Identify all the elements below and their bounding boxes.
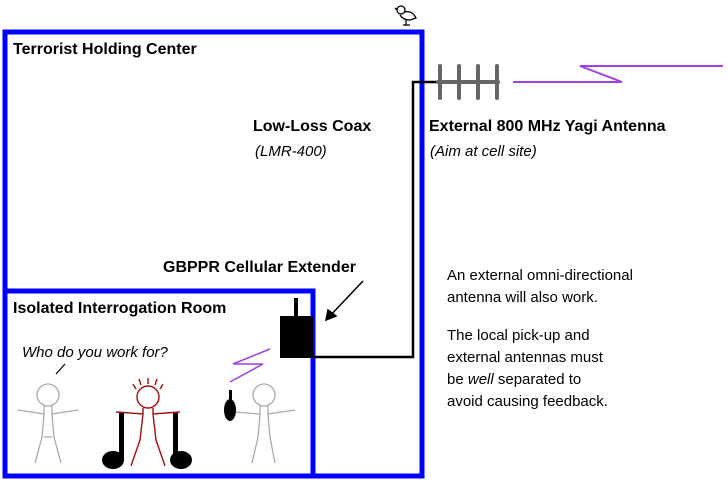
note-text: separated to (493, 371, 582, 388)
note-line: avoid causing feedback. (447, 393, 608, 410)
note-line: An external omni-directional (447, 267, 633, 284)
yagi-label: External 800 MHz Yagi Antenna (429, 118, 666, 135)
person-with-phone-figure (234, 383, 296, 464)
coax-sublabel: (LMR-400) (255, 143, 327, 160)
note-line: antenna will also work. (447, 289, 598, 306)
outer-room-border (2, 29, 425, 479)
note-line: external antennas must (447, 349, 603, 366)
cell-phone-icon (224, 390, 236, 421)
bird-icon (394, 5, 417, 26)
extender-arrow (324, 280, 364, 322)
speech-tick (55, 363, 66, 375)
inner-room-border (2, 288, 316, 479)
local-signal-icon (229, 348, 271, 383)
note-emphasis: well (467, 371, 494, 388)
note-line: be well separated to (447, 369, 633, 391)
note-line: The local pick-up and (447, 327, 590, 344)
coax-label: Low-Loss Coax (253, 118, 372, 135)
note-text: be (447, 371, 468, 388)
interrogator-figure (17, 383, 79, 464)
coax-cable (313, 80, 438, 359)
prisoner-figure (115, 378, 181, 467)
yagi-antenna-icon (436, 64, 500, 100)
extender-label: GBPPR Cellular Extender (163, 259, 356, 276)
speech-text: Who do you work for? (22, 344, 168, 361)
notes: An external omni-directional antenna wil… (447, 265, 633, 413)
external-signal-icon (513, 65, 723, 83)
yagi-sublabel: (Aim at cell site) (430, 143, 537, 160)
music-note-icon (102, 413, 192, 469)
inner-room-label: Isolated Interrogation Room (13, 300, 227, 317)
cellular-extender-icon (280, 298, 313, 358)
outer-room-label: Terrorist Holding Center (13, 41, 197, 58)
